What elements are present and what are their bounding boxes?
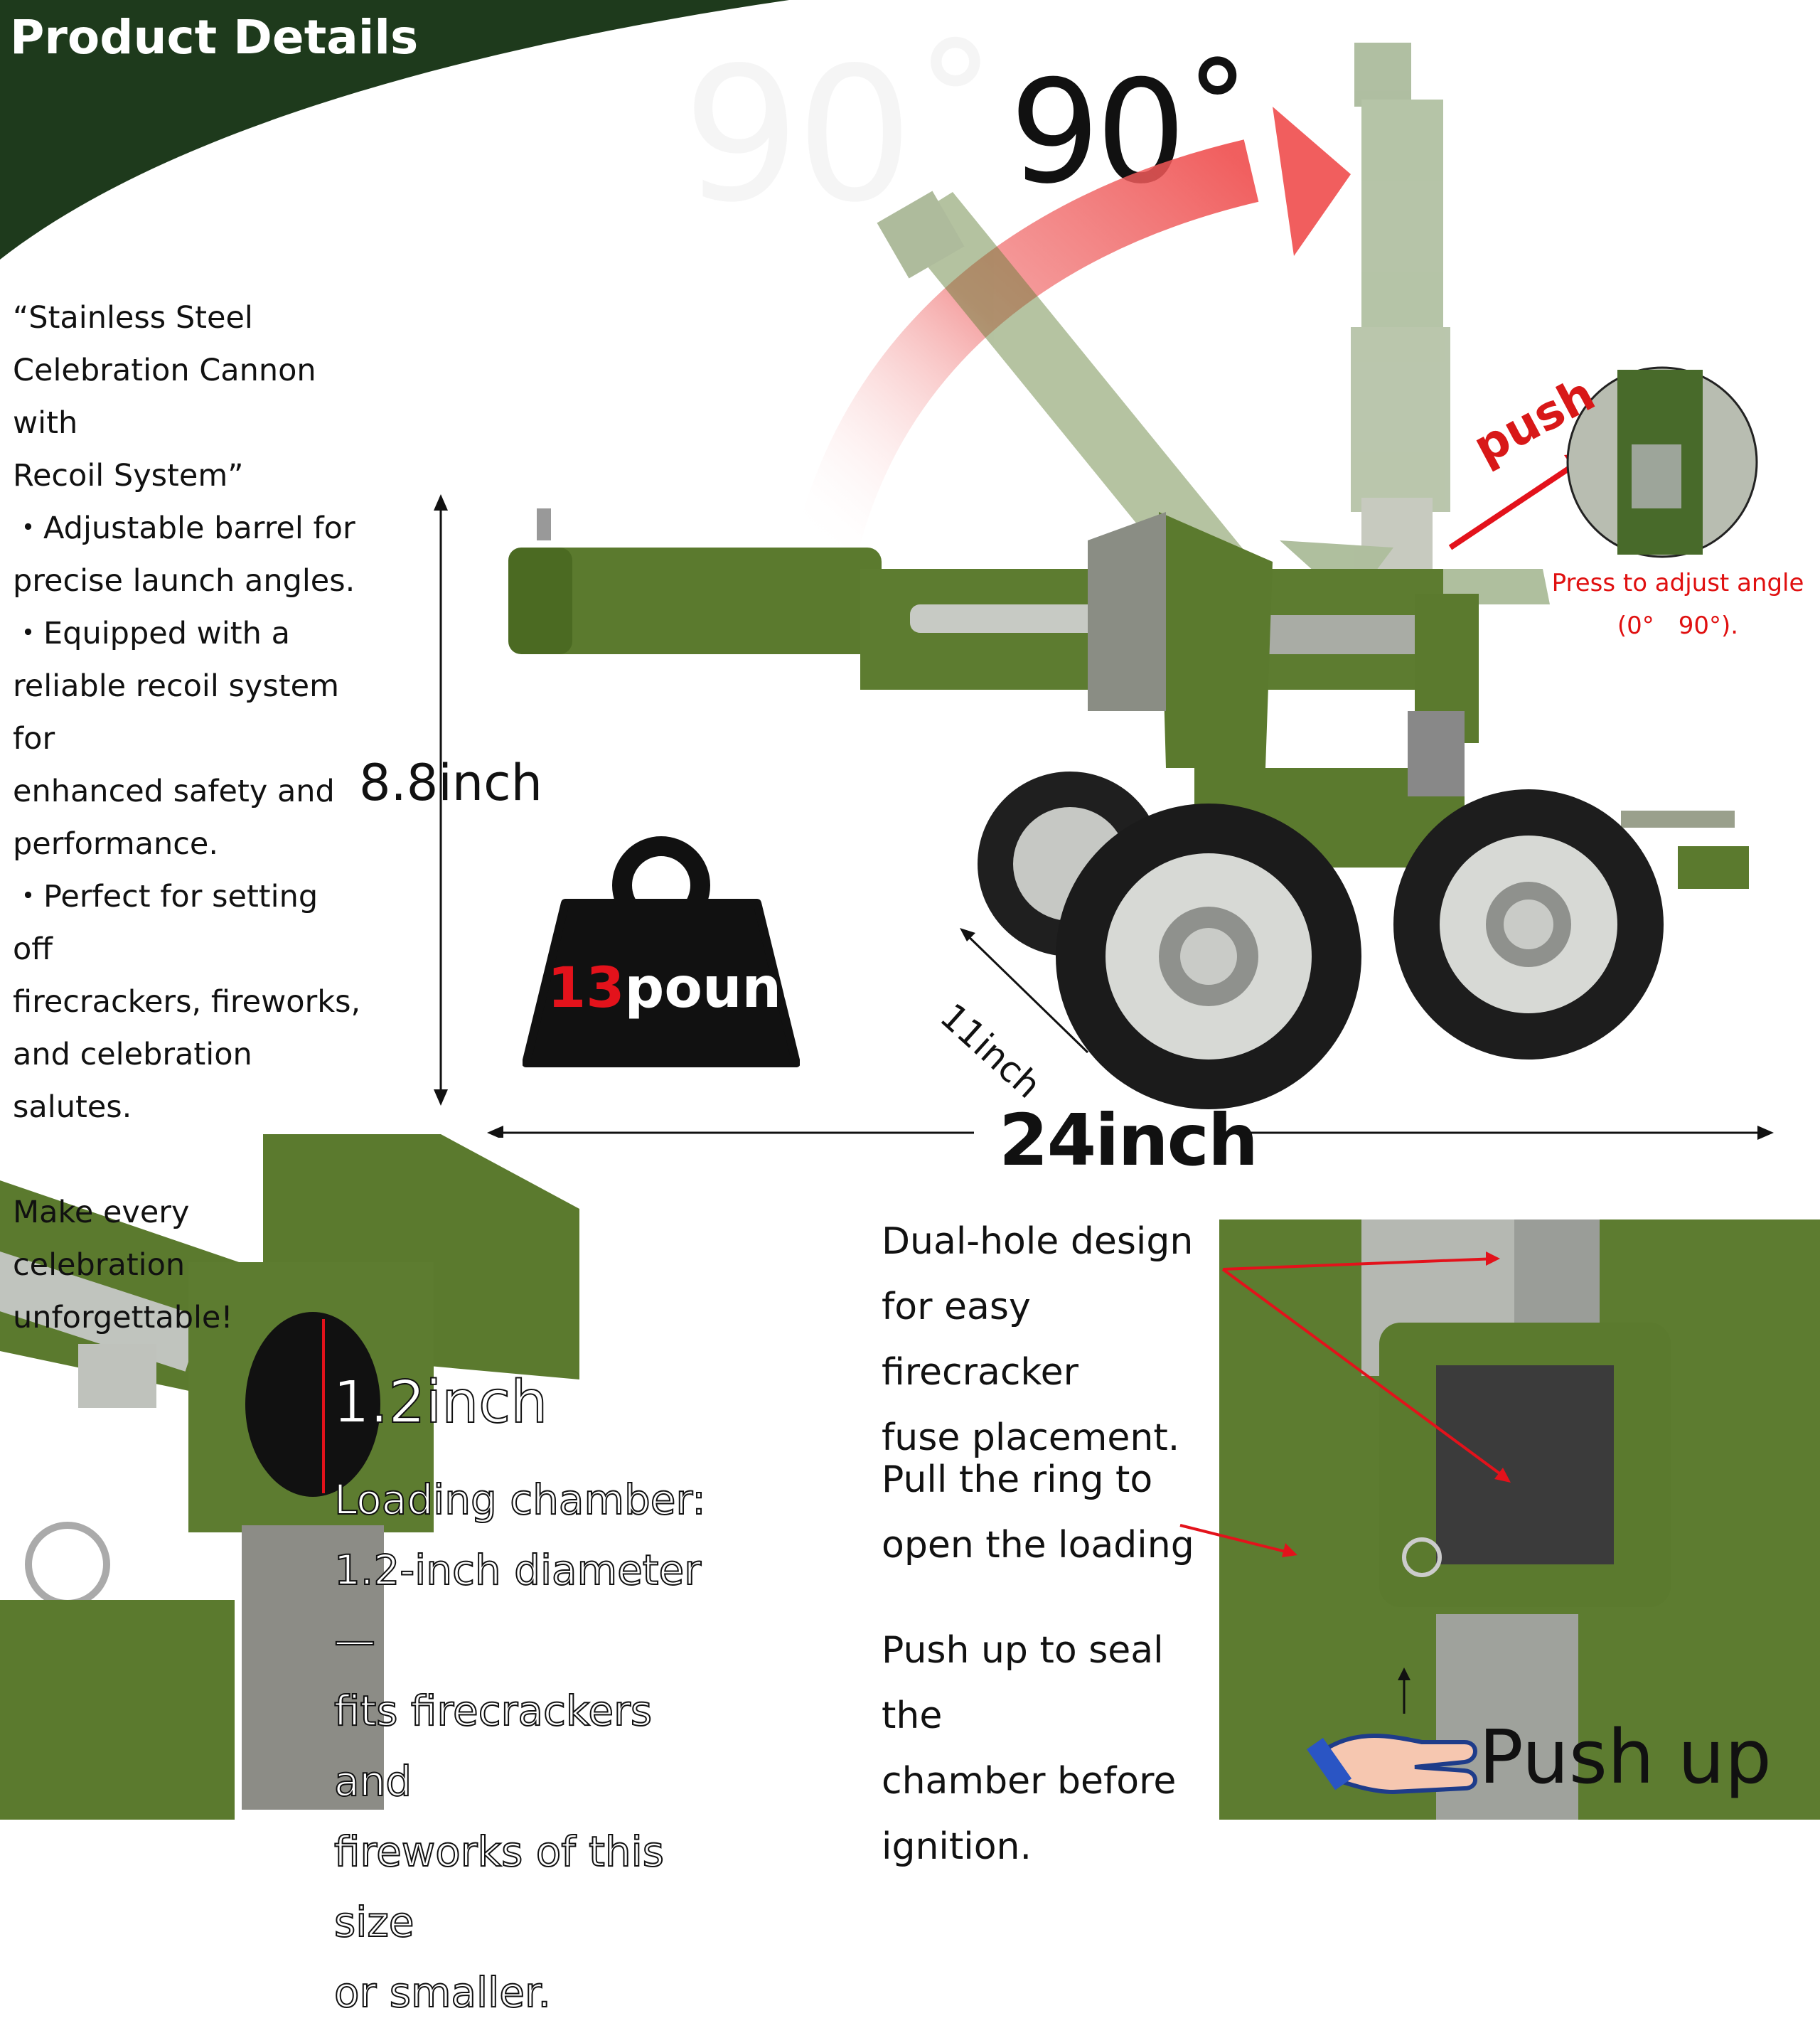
adjust-angle-line: Press to adjust angle	[1551, 569, 1804, 597]
weight-label: 13pound	[547, 956, 821, 1020]
desc-bullet-line: ・Equipped with a	[13, 616, 290, 651]
desc-bullet-line: and celebration salutes.	[13, 1037, 252, 1125]
desc-title-line: Recoil System”	[13, 458, 244, 493]
angle-ghost-label: 90˚	[682, 28, 1002, 243]
push-up-description: Push up to seal the chamber before ignit…	[882, 1618, 1223, 1879]
weight-unit: pound	[624, 956, 821, 1020]
feature-line: open the loading	[882, 1524, 1194, 1567]
desc-bullet-line: firecrackers, fireworks,	[13, 984, 361, 1020]
feature-line: fuse placement.	[882, 1416, 1180, 1459]
adjust-angle-note: Press to adjust angle (0° 90°).	[1550, 562, 1806, 647]
desc-bullet-line: precise launch angles.	[13, 563, 355, 599]
feature-line: ignition.	[882, 1825, 1032, 1868]
desc-bullet-line: reliable recoil system for	[13, 668, 339, 757]
feature-line: chamber before	[882, 1760, 1177, 1803]
dual-hole-description: Dual-hole design for easy firecracker fu…	[882, 1209, 1223, 1471]
chamber-line: fits firecrackers and	[333, 1686, 653, 1806]
adjust-angle-range: (0° 90°).	[1617, 612, 1739, 640]
length-dimension-label: 24inch	[999, 1099, 1258, 1182]
product-description: “Stainless Steel Celebration Cannon with…	[13, 292, 361, 1344]
chamber-line: or smaller.	[333, 1968, 552, 2017]
push-up-label: Push up	[1479, 1714, 1772, 1800]
chamber-line: 1.2-inch diameter —	[333, 1545, 702, 1665]
desc-bullet-line: enhanced safety and	[13, 774, 335, 809]
desc-bullet-line: ・Adjustable barrel for	[13, 511, 355, 546]
desc-closing-line: Make every celebration	[13, 1195, 190, 1283]
desc-bullet-line: performance.	[13, 826, 219, 862]
feature-line: Push up to seal the	[882, 1629, 1164, 1737]
feature-line: for easy firecracker	[882, 1286, 1079, 1394]
chamber-description: Loading chamber: 1.2-inch diameter — fit…	[333, 1465, 732, 2028]
page-title: Product Details	[10, 10, 419, 65]
desc-title-line: Celebration Cannon with	[13, 353, 316, 441]
pull-ring-description: Pull the ring to open the loading	[882, 1447, 1223, 1578]
weight-number: 13	[547, 956, 625, 1020]
desc-bullet-line: ・Perfect for setting off	[13, 879, 318, 967]
header-band	[0, 0, 789, 260]
chamber-line: Loading chamber:	[333, 1475, 707, 1525]
desc-closing-line: unforgettable!	[13, 1300, 233, 1335]
desc-title-line: “Stainless Steel	[13, 300, 253, 336]
weight-icon	[523, 836, 800, 1067]
chamber-diameter-label: 1.2inch	[332, 1368, 548, 1437]
chamber-line: fireworks of this size	[333, 1827, 665, 1947]
feature-line: Dual-hole design	[882, 1220, 1194, 1263]
height-dimension-label: 8.8inch	[359, 754, 542, 812]
cannon-illustration	[0, 43, 1820, 1820]
feature-line: Pull the ring to	[882, 1458, 1153, 1501]
